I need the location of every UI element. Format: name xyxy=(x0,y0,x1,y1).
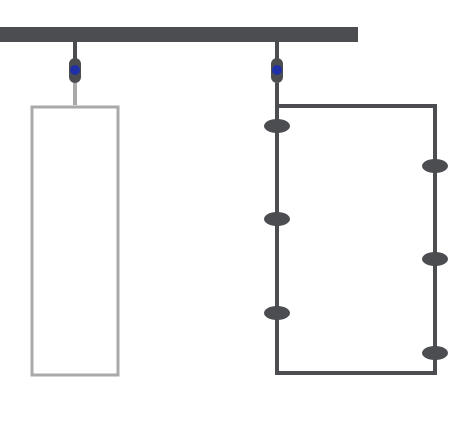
right-panel-node-right-2[interactable] xyxy=(422,252,448,266)
right-hanger[interactable] xyxy=(271,42,283,106)
right-panel-node-left-2[interactable] xyxy=(264,212,290,226)
right-panel-node-left-1[interactable] xyxy=(264,119,290,133)
left-hanger[interactable] xyxy=(69,42,81,105)
right-panel-node-left-3[interactable] xyxy=(264,306,290,320)
right-panel-node-right-1[interactable] xyxy=(422,159,448,173)
top-rail xyxy=(0,27,358,42)
right-hanger-connector-core xyxy=(272,65,282,75)
left-panel[interactable] xyxy=(30,105,120,377)
right-panel[interactable] xyxy=(275,104,437,375)
left-hanger-connector-core xyxy=(70,65,80,75)
right-panel-node-right-3[interactable] xyxy=(422,346,448,360)
